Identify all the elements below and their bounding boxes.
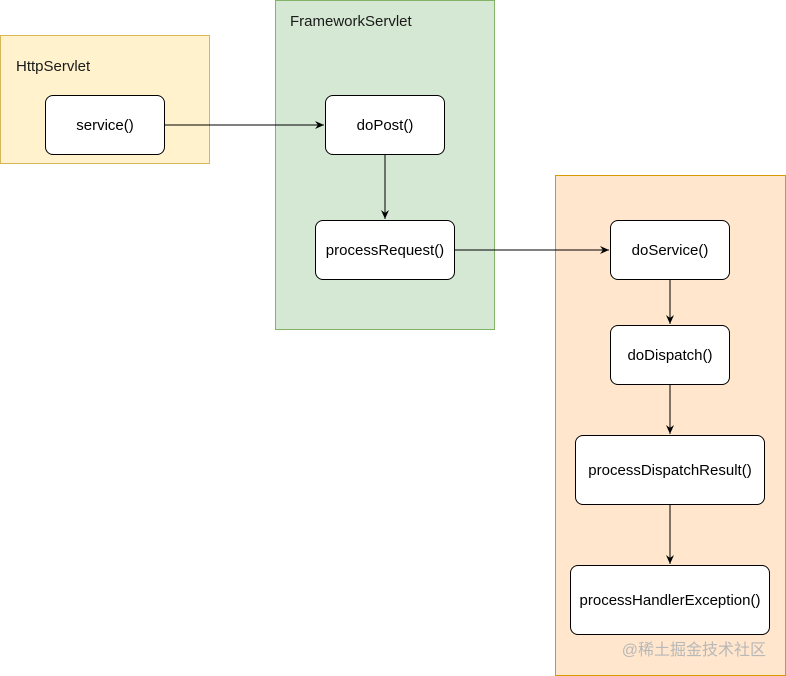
node-do-post[interactable]: doPost(): [325, 95, 445, 155]
watermark: @稀土掘金技术社区: [621, 642, 766, 659]
group-title-framework-servlet: FrameworkServlet: [290, 13, 412, 30]
node-service[interactable]: service(): [45, 95, 165, 155]
node-do-dispatch[interactable]: doDispatch(): [610, 325, 730, 385]
node-process-request[interactable]: processRequest(): [315, 220, 455, 280]
group-title-http-servlet: HttpServlet: [16, 58, 91, 75]
node-do-service[interactable]: doService(): [610, 220, 730, 280]
node-process-dispatch-result[interactable]: processDispatchResult(): [575, 435, 765, 505]
node-process-handler-exception[interactable]: processHandlerException(): [570, 565, 770, 635]
